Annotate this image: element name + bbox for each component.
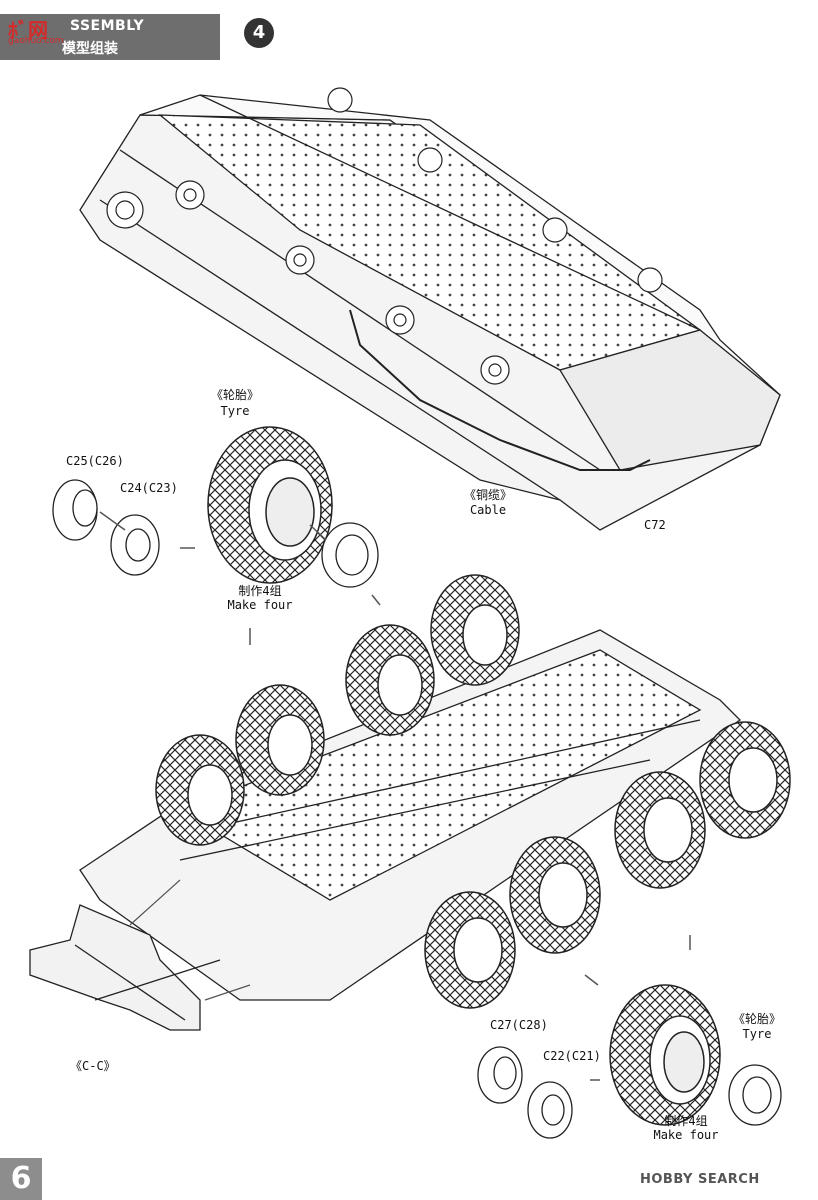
step4-make-en: Make four (227, 598, 293, 612)
cable-label-cn: 《铜缆》 (463, 488, 512, 502)
hobby-search-logo: HOBBY SEARCH (640, 1172, 760, 1187)
lower-chassis-tyres (155, 574, 791, 1009)
step4-hub-c25 (52, 479, 98, 541)
step4-make-cn: 制作4组 (238, 584, 282, 598)
front-plate-arrows (129, 879, 251, 1001)
part-label-c-c: 《C-C》 (70, 1059, 116, 1073)
part-label-c24: C24(C23) (120, 481, 178, 495)
upper-hull (79, 94, 781, 531)
step4-tyre-cn: 《轮胎》 (210, 388, 259, 402)
step5-tyre-cn: 《轮胎》 (732, 1012, 781, 1026)
page-number: 6 (0, 1158, 42, 1200)
step5-hub-c27 (477, 1046, 523, 1104)
section-header: SSEMBLY 模型组装 (0, 14, 220, 60)
part-label-c25: C25(C26) (66, 454, 124, 468)
step4-tyre (207, 426, 333, 584)
part-label-c27: C27(C28) (490, 1018, 548, 1032)
step-number: 4 (244, 18, 274, 48)
header-english: SSEMBLY (70, 18, 145, 34)
step5-hub-c22 (527, 1081, 573, 1139)
step4-arrows (99, 511, 381, 645)
part-label-c22: C22(C21) (543, 1049, 601, 1063)
upper-hull-wheel-hubs (106, 87, 663, 385)
watermark-url: gaohuo.com (8, 36, 64, 46)
step4-tyre-en: Tyre (220, 404, 250, 418)
step5-tyre-en: Tyre (742, 1027, 772, 1041)
step5-arrows (584, 935, 691, 1081)
part-label-c72: C72 (644, 518, 666, 532)
header-chinese: 模型组装 (62, 41, 118, 57)
step4-hub-c24 (110, 514, 160, 576)
step5-rim (728, 1064, 782, 1126)
watermark-text: ﾎﾞ网 (8, 18, 48, 42)
front-plate-c-c (29, 904, 221, 1031)
cable-label-en: Cable (469, 503, 507, 517)
step5-tyre (609, 984, 721, 1126)
step4-rim (321, 522, 379, 588)
step5-make-cn: 制作4组 (664, 1114, 708, 1128)
step5-make-en: Make four (653, 1128, 719, 1142)
lower-chassis (79, 629, 742, 1001)
watermark-logo: ﾎﾞ网 gaohuo.com (4, 8, 64, 48)
